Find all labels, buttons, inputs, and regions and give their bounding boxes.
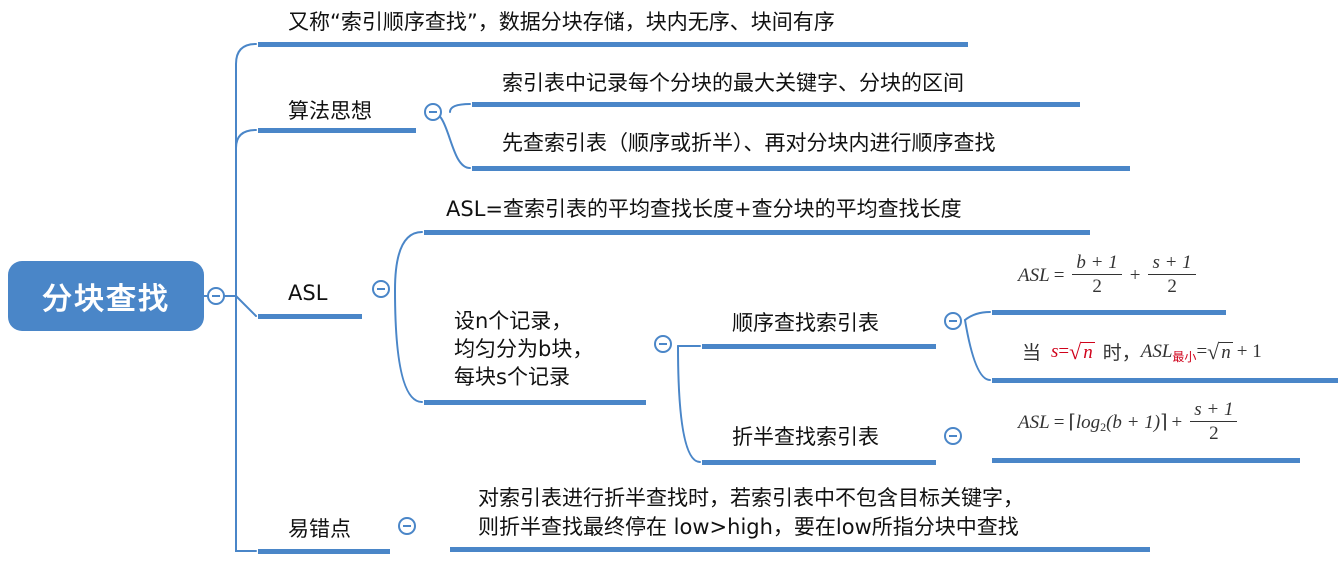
sqrt-symbol: √ xyxy=(1069,338,1082,364)
assumption-line-2: 均匀分为b块， xyxy=(454,337,594,361)
plus-one: + 1 xyxy=(1236,340,1262,362)
sequential-formula-underline xyxy=(992,310,1226,315)
s-variable: s xyxy=(1051,340,1059,362)
definition-underline xyxy=(258,42,968,47)
sequential-node[interactable]: 顺序查找索引表 xyxy=(732,311,879,335)
fraction-s: s + 1 2 xyxy=(1190,400,1238,445)
log-text: log xyxy=(1075,411,1101,433)
algorithm-underline xyxy=(258,128,416,133)
algorithm-child-2-underline xyxy=(472,166,1130,171)
binary-formula-underline xyxy=(992,458,1300,463)
algorithm-node[interactable]: 算法思想 xyxy=(288,99,372,123)
sqrt-n-red: √n xyxy=(1069,338,1095,364)
algorithm-child-1-underline xyxy=(472,102,1080,107)
asl-underline xyxy=(258,314,362,319)
formula-eq: = xyxy=(1053,411,1065,433)
log-argument: (b + 1) xyxy=(1106,411,1161,433)
algorithm-child-2[interactable]: 先查索引表（顺序或折半）、再对分块内进行顺序查找 xyxy=(502,131,996,155)
collapse-icon[interactable] xyxy=(398,517,416,535)
ceil-close: ⌉ xyxy=(1160,412,1168,433)
sqrt-symbol: √ xyxy=(1207,338,1220,364)
fraction-s-denominator: 2 xyxy=(1167,276,1177,297)
fraction-b: b + 1 2 xyxy=(1072,253,1122,298)
formula-plus: + xyxy=(1171,411,1183,433)
collapse-icon[interactable] xyxy=(654,335,672,353)
min-condition-underline xyxy=(992,378,1338,383)
min-subscript: 最小 xyxy=(1172,350,1197,364)
algorithm-child-1[interactable]: 索引表中记录每个分块的最大关键字、分块的区间 xyxy=(502,71,964,95)
definition-node[interactable]: 又称“索引顺序查找”，数据分块存储，块内无序、块间有序 xyxy=(288,10,835,34)
ceil-open: ⌈ xyxy=(1068,412,1076,433)
time-text: 时， xyxy=(1102,342,1141,364)
n-variable-2: n xyxy=(1219,341,1233,363)
condition-eq-2: = xyxy=(1196,340,1208,362)
condition-eq: = xyxy=(1058,340,1070,362)
formula-plus: + xyxy=(1129,264,1141,286)
pitfall-text-underline xyxy=(450,547,1150,552)
fraction-s-numerator: s + 1 xyxy=(1190,400,1238,422)
asl-min-label: ASL xyxy=(1140,340,1173,362)
sqrt-n: √n xyxy=(1207,338,1233,364)
sequential-underline xyxy=(702,344,936,349)
log-subscript: 2 xyxy=(1100,420,1107,434)
pitfall-node[interactable]: 易错点 xyxy=(288,517,351,541)
fraction-b-numerator: b + 1 xyxy=(1072,253,1122,275)
n-variable: n xyxy=(1081,341,1095,363)
fraction-s-numerator: s + 1 xyxy=(1148,253,1196,275)
pitfall-line-2[interactable]: 则折半查找最终停在 low>high，要在low所指分块中查找 xyxy=(478,515,1019,539)
asl-definition-node[interactable]: ASL=查索引表的平均查找长度+查分块的平均查找长度 xyxy=(446,197,962,221)
pitfall-line-1[interactable]: 对索引表进行折半查找时，若索引表中不包含目标关键字， xyxy=(478,486,1024,510)
collapse-icon[interactable] xyxy=(372,280,390,298)
formula-eq: = xyxy=(1053,264,1065,286)
asl-node[interactable]: ASL xyxy=(288,281,328,305)
sequential-asl-formula[interactable]: ASL = b + 1 2 + s + 1 2 xyxy=(1018,253,1200,298)
when-text: 当 xyxy=(1022,342,1042,364)
assumption-line-1: 设n个记录， xyxy=(454,309,573,333)
fraction-s-denominator: 2 xyxy=(1209,423,1219,444)
collapse-icon[interactable] xyxy=(207,287,225,305)
fraction-s: s + 1 2 xyxy=(1148,253,1196,298)
binary-node[interactable]: 折半查找索引表 xyxy=(732,425,879,449)
assumption-line-3: 每块s个记录 xyxy=(454,365,570,389)
collapse-icon[interactable] xyxy=(944,427,962,445)
formula-lhs: ASL xyxy=(1018,411,1050,433)
collapse-icon[interactable] xyxy=(944,312,962,330)
root-node[interactable]: 分块查找 xyxy=(8,261,204,331)
pitfall-underline xyxy=(258,549,390,554)
formula-lhs: ASL xyxy=(1018,264,1050,286)
asl-definition-underline xyxy=(424,230,1090,235)
assumption-underline xyxy=(424,400,646,405)
binary-underline xyxy=(702,460,936,465)
fraction-b-denominator: 2 xyxy=(1092,276,1102,297)
collapse-icon[interactable] xyxy=(424,103,442,121)
